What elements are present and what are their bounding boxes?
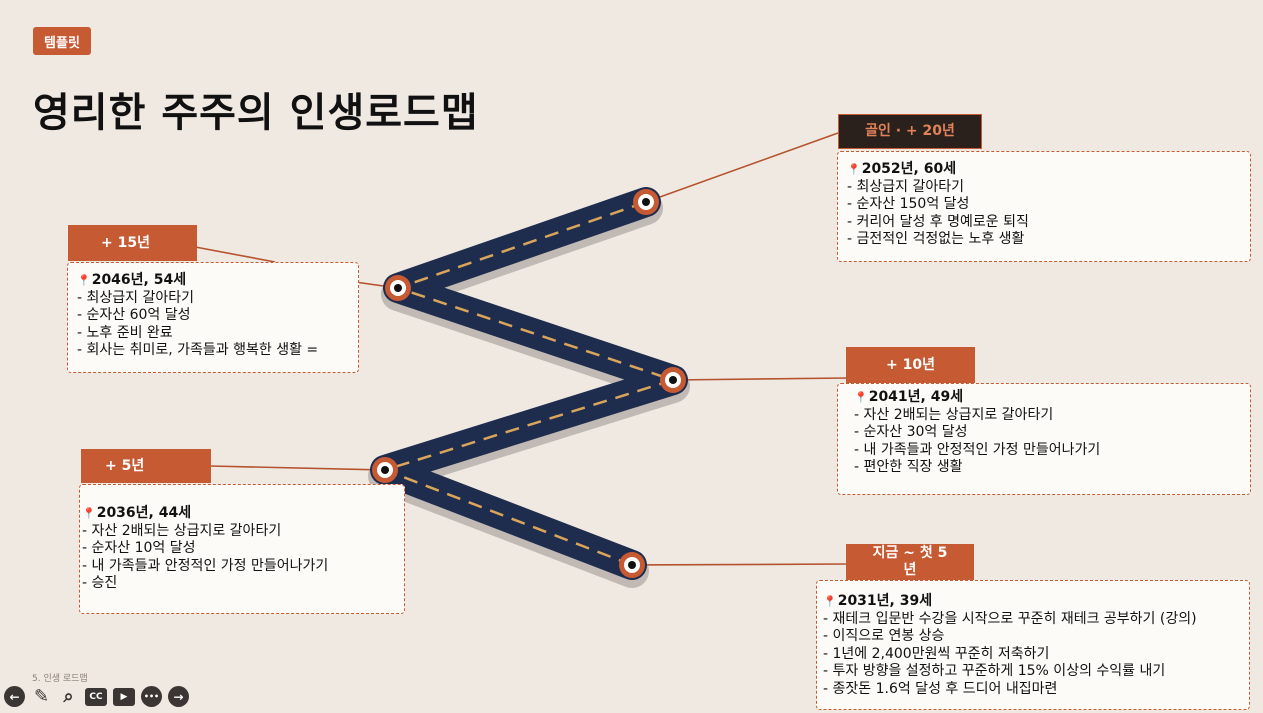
milestone-items: - 최상급지 갈아타기 - 순자산 150억 달성 - 커리어 달성 후 명예로… [847,179,1246,249]
milestone-item: - 순자산 150억 달성 [847,196,970,212]
milestone-box-10y: 📍2041년, 49세 - 자산 2배되는 상급지로 갈아타기 - 순자산 30… [837,383,1251,495]
milestone-item: - 최상급지 갈아타기 [77,289,194,306]
connector-line-3 [672,377,849,381]
node-4 [385,275,411,301]
milestone-item: - 커리어 달성 후 명예로운 퇴직 [847,213,1029,230]
milestone-item: - 내 가족들과 안정적인 가정 만들어나가기 [854,441,1101,458]
connector-line-2 [209,465,386,471]
milestone-item: - 순자산 60억 달성 [77,307,191,323]
milestone-label-15y: + 15년 [68,225,197,261]
slide-name: 5. 인생 로드맵 [32,674,88,684]
node-1 [619,552,645,578]
pin-icon: 📍 [82,507,96,520]
captions-icon[interactable]: CC [85,687,107,706]
forward-icon[interactable]: → [168,686,189,707]
milestone-item: - 노후 준비 완료 [77,324,173,341]
template-tag: 템플릿 [33,27,91,55]
milestone-item: - 자산 2배되는 상급지로 갈아타기 [854,406,1054,423]
connector-line-4b [189,245,276,263]
pin-icon: 📍 [854,391,868,404]
milestone-label-line: 지금 ~ 첫 5 [872,545,948,561]
milestone-year: 2052년, 60세 [861,161,957,177]
milestone-box-15y: 📍2046년, 54세 - 최상급지 갈아타기 - 순자산 60억 달성 - 노… [67,262,359,373]
milestone-item: - 1년에 2,400만원씩 꾸준히 저축하기 [823,645,1050,662]
connector-line-5 [645,132,839,203]
milestone-items: - 자산 2배되는 상급지로 갈아타기 - 순자산 10억 달성 - 내 가족들… [82,523,400,593]
milestone-box-5y: 📍2036년, 44세 - 자산 2배되는 상급지로 갈아타기 - 순자산 10… [79,484,405,614]
milestone-label-5y: + 5년 [81,449,211,483]
milestone-label-now: 지금 ~ 첫 5 년 [846,544,974,580]
pin-icon: 📍 [847,163,861,176]
milestone-item: - 편안한 직장 생활 [854,459,963,475]
node-3 [660,367,686,393]
milestone-box-goal: 📍2052년, 60세 - 최상급지 갈아타기 - 순자산 150억 달성 - … [837,151,1251,262]
pin-icon: 📍 [77,274,91,287]
connector-line-1 [631,563,849,566]
camera-icon[interactable]: ▶ [113,687,135,706]
milestone-label-line: 년 [903,562,917,578]
presentation-toolbar: ← ✎ ⌕ CC ▶ ••• → [4,686,189,707]
road-nodes [372,189,686,578]
milestone-items: - 재테크 입문반 수강을 시작으로 꾸준히 재테크 공부하기 (강의) - 이… [823,611,1245,699]
zoom-icon[interactable]: ⌕ [63,686,74,707]
milestone-item: - 순자산 10억 달성 [82,540,196,556]
pen-icon[interactable]: ✎ [33,686,50,707]
milestone-year: 2036년, 44세 [96,505,192,521]
milestone-label-goal: 골인 · + 20년 [838,114,982,149]
milestone-items: - 최상급지 갈아타기 - 순자산 60억 달성 - 노후 준비 완료 - 회사… [77,290,354,360]
milestone-head: 📍2036년, 44세 [82,505,400,523]
milestone-head: 📍2052년, 60세 [847,161,1246,179]
road-dashes [383,200,675,567]
milestone-head: 📍2041년, 49세 [854,389,1246,407]
connector-lines [189,132,849,566]
milestone-item: - 최상급지 갈아타기 [847,178,964,195]
milestone-item: - 종잣돈 1.6억 달성 후 드디어 내집마련 [823,680,1058,697]
more-icon[interactable]: ••• [141,686,162,707]
milestone-year: 2041년, 49세 [868,389,964,405]
milestone-box-now: 📍2031년, 39세 - 재테크 입문반 수강을 시작으로 꾸준히 재테크 공… [816,580,1250,710]
milestone-label-10y: + 10년 [846,347,975,384]
milestone-item: - 투자 방향을 설정하고 꾸준하게 15% 이상의 수익률 내기 [823,663,1166,679]
milestone-head: 📍2031년, 39세 [823,593,1245,611]
milestone-item: - 자산 2배되는 상급지로 갈아타기 [82,522,282,539]
milestone-item: - 내 가족들과 안정적인 가정 만들어나가기 [82,557,329,574]
node-2 [372,457,398,483]
milestone-head: 📍2046년, 54세 [77,272,354,290]
pin-icon: 📍 [823,595,837,608]
milestone-item: - 금전적인 걱정없는 노후 생활 [847,231,1025,247]
milestone-item: - 순자산 30억 달성 [854,424,968,440]
node-5 [633,189,659,215]
back-icon[interactable]: ← [4,686,25,707]
milestone-item: - 이직으로 연봉 상승 [823,628,945,644]
milestone-items: - 자산 2배되는 상급지로 갈아타기 - 순자산 30억 달성 - 내 가족들… [854,407,1246,477]
milestone-item: - 승진 [82,575,118,591]
page-title: 영리한 주주의 인생로드맵 [33,90,479,136]
milestone-year: 2031년, 39세 [837,593,933,609]
milestone-year: 2046년, 54세 [91,272,187,288]
milestone-item: - 회사는 취미로, 가족들과 행복한 생활 = [77,342,319,358]
milestone-item: - 재테크 입문반 수강을 시작으로 꾸준히 재테크 공부하기 (강의) [823,610,1197,627]
